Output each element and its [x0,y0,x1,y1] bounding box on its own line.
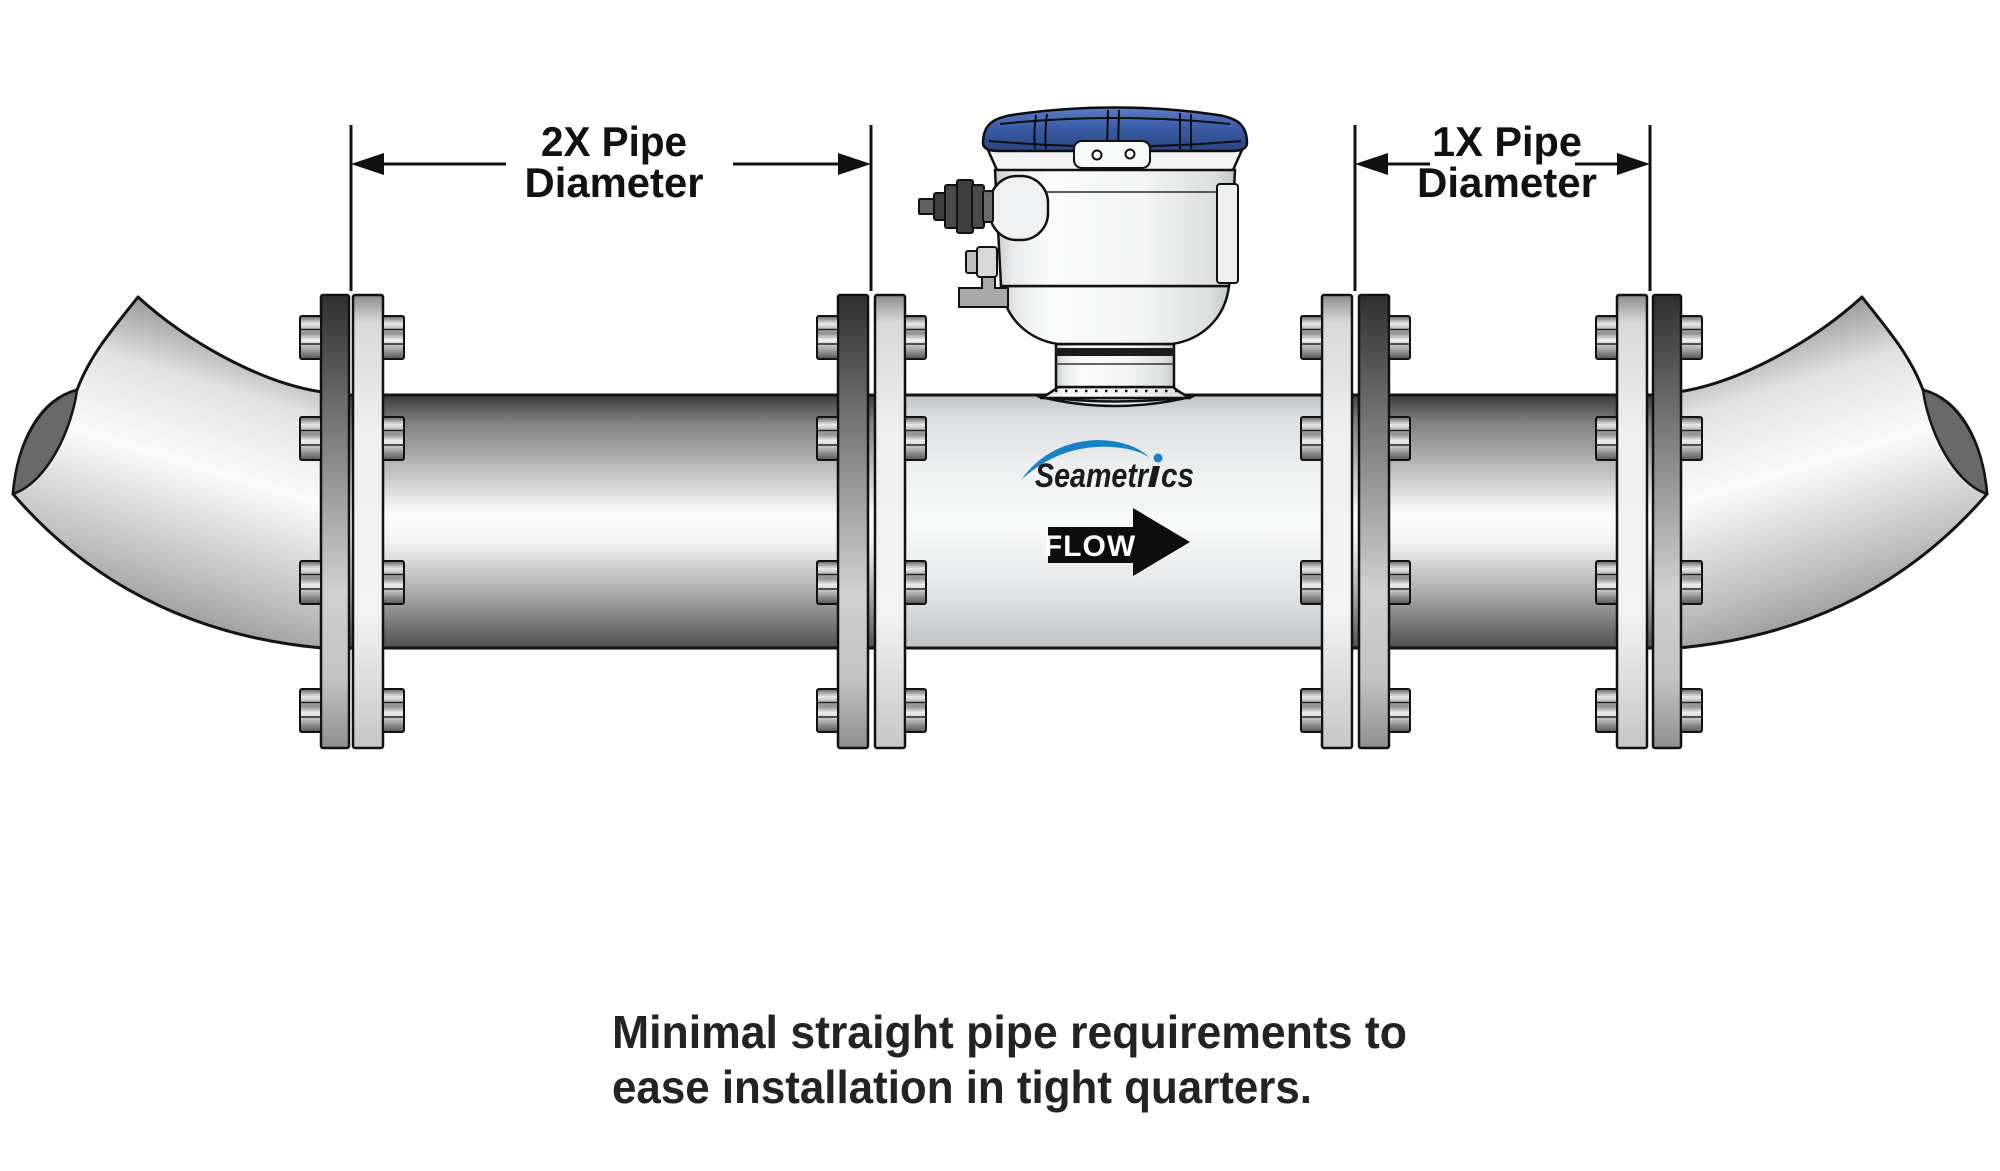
flange-bolt [816,688,839,733]
flange-bolt [904,560,927,605]
cable-stub [918,198,936,215]
flange-bolt [904,416,927,461]
conduit-boss [988,174,1050,242]
flange-bolt [1388,416,1411,461]
flange-bolt [1388,315,1411,360]
flange-plate [1615,293,1649,750]
flange-bolt [1300,560,1323,605]
flange-bolt [299,315,322,360]
flange-bolt [1388,688,1411,733]
latch-hole [1091,149,1103,161]
dimension-left [349,125,873,291]
arrowhead-right-icon [838,153,871,175]
logo-swoosh [1021,440,1150,480]
flow-arrow: FLOW [1044,508,1190,576]
flange-bolt [1388,560,1411,605]
flange-bolt [299,560,322,605]
flange-pair-3 [1320,293,1391,750]
elbow-body [11,295,324,650]
brand-name-right: cs [1161,457,1194,495]
flange-bolt [299,688,322,733]
side-fitting [976,246,998,278]
flange-plate [1320,293,1354,750]
flange-bolt [816,416,839,461]
flange-bolt [382,315,405,360]
dimension-right-label-line1: 1X Pipe [1432,118,1582,165]
flow-meter [918,106,1249,408]
flange-bolt [382,688,405,733]
arrowhead-left-icon [351,153,384,175]
flange-plate [873,293,907,750]
logo-letter-i-dot [1153,453,1163,463]
meter-flare [1039,385,1192,400]
flange-bolt [1680,560,1703,605]
flange-plate [319,293,351,750]
meter-housing [993,168,1237,288]
flange-pair-2 [836,293,907,750]
dimension-left-label-line1: 2X Pipe [541,118,687,165]
pipe-elbow-right [1676,295,1989,650]
arrowhead-right-icon [1617,153,1650,175]
cap-top-edge-line [999,117,1231,125]
flange-bolt [1300,688,1323,733]
flange-bolt [1595,416,1618,461]
flange-bolt [816,560,839,605]
meter-cap [981,106,1249,153]
flange-bolt [1595,688,1618,733]
flange-bolt [1680,416,1703,461]
cable-gland [918,179,994,234]
dimension-left-label-line2: Diameter [525,159,704,206]
flange-pair-4 [1615,293,1683,750]
flange-plate [1651,293,1683,750]
flange-plate [836,293,870,750]
flange-pair-1 [319,293,385,750]
brand-logo: Seametr cs [1021,440,1194,495]
meter-side-panel [1216,183,1239,284]
flange-bolt [1300,416,1323,461]
flange-bolt [816,315,839,360]
elbow-opening [11,388,79,496]
flange-bolt [382,416,405,461]
flange-plate [351,293,385,750]
flange-bolt [1300,315,1323,360]
meter-base-lip [1036,394,1195,408]
flange-bolt [1680,688,1703,733]
flange-bolt [904,315,927,360]
flange-bolt [382,560,405,605]
caption-line2: ease installation in tight quarters. [612,1061,1312,1113]
caption-line1: Minimal straight pipe requirements to [612,1006,1407,1058]
flange-bolt [1595,315,1618,360]
meter-bowl [999,284,1231,346]
brand-name-left: Seametr [1035,457,1149,495]
latch-plate [1073,140,1151,169]
logo-letter-i-stem [1148,466,1160,487]
elbow-opening [1921,388,1989,496]
dimension-right [1353,125,1652,291]
flange-bolt [299,416,322,461]
gland-rib [982,190,994,223]
mounting-bracket [958,276,1009,308]
flow-arrow-shape [1048,508,1190,576]
arrowhead-left-icon [1355,153,1388,175]
flange-bolt [1680,315,1703,360]
meter-pipe-section [878,393,1342,650]
cap-latch [1073,140,1151,169]
flange-bolt [904,688,927,733]
flow-label: FLOW [1044,530,1136,563]
meter-neck-gasket [1056,348,1174,356]
flange-plate [1357,293,1391,750]
pipe-elbow-left [11,295,324,650]
flange-bolt [1595,560,1618,605]
elbow-body [1676,295,1989,650]
latch-hole [1124,148,1136,160]
cap-ribs [1033,109,1192,150]
gland-rib [956,179,974,234]
dimension-right-label-line2: Diameter [1417,159,1597,206]
